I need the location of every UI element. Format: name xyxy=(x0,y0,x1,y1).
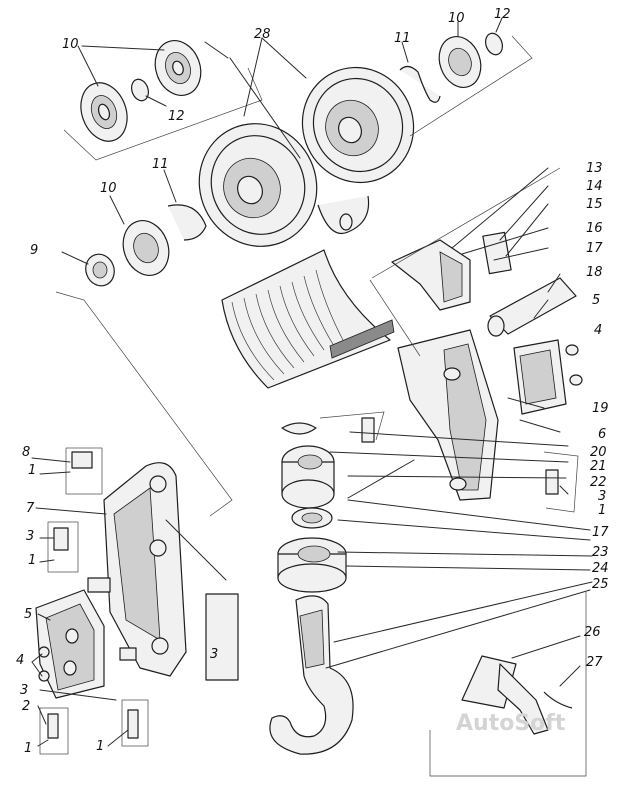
callout-c4h: 3 xyxy=(20,683,28,698)
callout-c3i: 19 xyxy=(592,401,609,416)
callout-c3b: 14 xyxy=(586,179,603,194)
callout-c4k: 1 xyxy=(96,739,104,754)
watermark: AutoSoft xyxy=(456,711,566,736)
callout-c2b: 10 xyxy=(100,181,117,196)
callout-c2c: 9 xyxy=(30,243,38,258)
callout-c3k: 20 xyxy=(590,445,607,460)
callout-c3a: 13 xyxy=(586,161,603,176)
callout-c4i: 2 xyxy=(22,699,30,714)
callout-c3n: 3 xyxy=(598,489,606,504)
callout-c3q: 23 xyxy=(592,545,609,560)
side-plate-assembly xyxy=(31,291,239,755)
callout-c4e: 1 xyxy=(28,553,36,568)
callout-c4j: 1 xyxy=(24,741,32,756)
callout-c3r: 24 xyxy=(592,561,609,576)
callout-c4f: 5 xyxy=(24,607,32,622)
callout-c1f: 12 xyxy=(494,7,511,22)
callout-c3p: 17 xyxy=(592,525,609,540)
callout-c3o: 1 xyxy=(598,503,606,518)
callout-c4g: 4 xyxy=(16,653,24,668)
callout-c3f: 18 xyxy=(586,265,603,280)
callout-c3j: 6 xyxy=(598,427,606,442)
callout-c3m: 22 xyxy=(590,475,607,490)
bearing-assembly-middle xyxy=(61,169,207,287)
callout-c3d: 16 xyxy=(586,221,603,236)
callout-c3u: 27 xyxy=(586,655,603,670)
ribbed-drum-segment xyxy=(221,249,395,389)
callout-c3h: 4 xyxy=(594,323,602,338)
callout-c3t: 26 xyxy=(584,625,601,640)
callout-c4l: 3 xyxy=(210,647,218,662)
callout-c4c: 7 xyxy=(26,501,35,516)
bearing-assembly-top-left xyxy=(63,40,263,161)
callout-c2a: 11 xyxy=(152,157,169,172)
callout-c3e: 17 xyxy=(586,241,603,256)
callout-c1b: 12 xyxy=(168,109,185,124)
callout-c3s: 25 xyxy=(592,577,609,592)
callout-c4b: 1 xyxy=(28,463,36,478)
callout-c4a: 8 xyxy=(22,445,30,460)
callout-c3c: 15 xyxy=(586,197,603,212)
callout-c3l: 21 xyxy=(590,459,607,474)
hook-block-assembly xyxy=(269,445,593,777)
callout-c1a: 10 xyxy=(62,37,79,52)
callout-c1d: 11 xyxy=(394,31,411,46)
callout-c3g: 5 xyxy=(592,293,600,308)
pulley-assembly-28 xyxy=(198,37,415,247)
callout-c1e: 10 xyxy=(448,11,465,26)
callout-c4d: 3 xyxy=(26,529,34,544)
bearing-assembly-top-right xyxy=(399,17,533,137)
callout-c1c: 28 xyxy=(254,27,271,42)
hook-latch xyxy=(461,635,581,735)
bracket-assembly xyxy=(281,167,583,513)
callout-labels: 10 12 28 11 10 12 11 10 9 13 14 15 16 17… xyxy=(16,7,609,756)
